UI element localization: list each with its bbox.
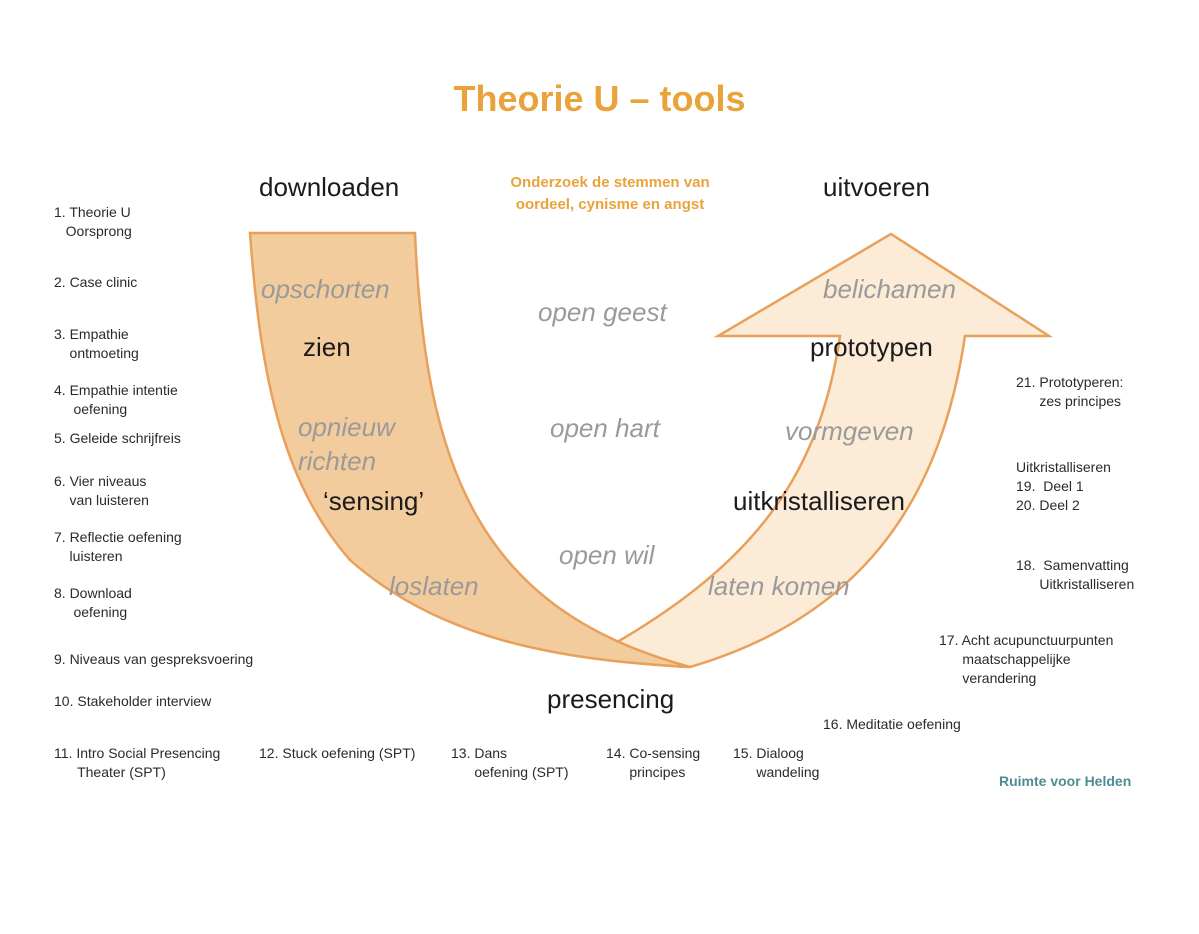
tool-5: 5. Geleide schrijfreis [54,430,181,446]
tool-15: 15. Dialoog wandeling [733,745,820,780]
action-laten-komen: laten komen [708,571,850,601]
tool-2: 2. Case clinic [54,274,138,290]
tool-21: 21. Prototyperen: zes principes [1016,374,1124,409]
action-belichamen: belichamen [823,274,956,304]
tool-7: 7. Reflectie oefening luisteren [54,529,182,564]
open-wil: open wil [559,540,655,570]
stage-zien: zien [303,332,351,362]
action-vormgeven: vormgeven [785,416,914,446]
tool-3: 3. Empathie ontmoeting [54,326,139,361]
tool-13: 13. Dans oefening (SPT) [451,745,569,780]
tool-11: 11. Intro Social Presencing Theater (SPT… [54,745,221,780]
action-opnieuw: opnieuw [298,412,395,442]
tool-10: 10. Stakeholder interview [54,693,212,709]
tool-1: 1. Theorie U Oorsprong [54,204,132,239]
tool-9: 9. Niveaus van gespreksvoering [54,651,254,667]
action-loslaten: loslaten [389,571,479,601]
action-opschorten: opschorten [261,274,390,304]
tool-4: 4. Empathie intentie oefening [54,382,178,417]
action-richten: richten [298,446,377,476]
tool-8: 8. Download oefening [54,585,132,620]
tool-14: 14. Co-sensing principes [606,745,701,780]
tool-16: 16. Meditatie oefening [823,716,961,732]
stage-downloaden: downloaden [259,172,400,202]
page-title: Theorie U – tools [453,78,746,119]
stage-presencing: presencing [547,684,675,714]
stage-sensing: ‘sensing’ [323,486,425,516]
tool-17: 17. Acht acupunctuurpunten maatschappeli… [939,632,1114,686]
stage-uitkristalliseren: uitkristalliseren [733,486,905,516]
tool-19-20: Uitkristalliseren 19. Deel 1 20. Deel 2 [1016,459,1111,513]
stage-prototypen: prototypen [810,332,933,362]
stage-uitvoeren: uitvoeren [823,172,930,202]
credit-ruimte-voor-helden: Ruimte voor Helden [999,773,1132,789]
tool-6: 6. Vier niveaus van luisteren [54,473,149,508]
left-arm-band [248,231,691,669]
tool-12: 12. Stuck oefening (SPT) [259,745,416,761]
tool-18: 18. Samenvatting Uitkristalliseren [1016,557,1135,592]
center-question: Onderzoek de stemmen van oordeel, cynism… [510,174,710,213]
open-hart: open hart [550,413,660,443]
open-geest: open geest [538,297,667,327]
